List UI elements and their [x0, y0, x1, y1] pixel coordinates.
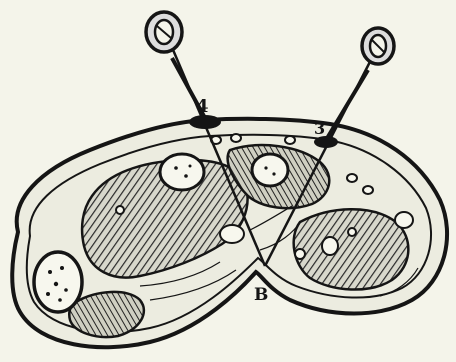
muscle-mass-lower-left	[69, 292, 144, 337]
bone-center	[252, 154, 288, 186]
bone-upper	[160, 154, 204, 190]
insertion-point-4	[189, 115, 221, 129]
label-point-b: B	[254, 285, 268, 305]
label-needle-3: 3	[314, 119, 325, 138]
muscle-mass-right	[294, 209, 409, 289]
label-needle-4: 4	[196, 96, 209, 117]
bone-left	[34, 252, 82, 312]
